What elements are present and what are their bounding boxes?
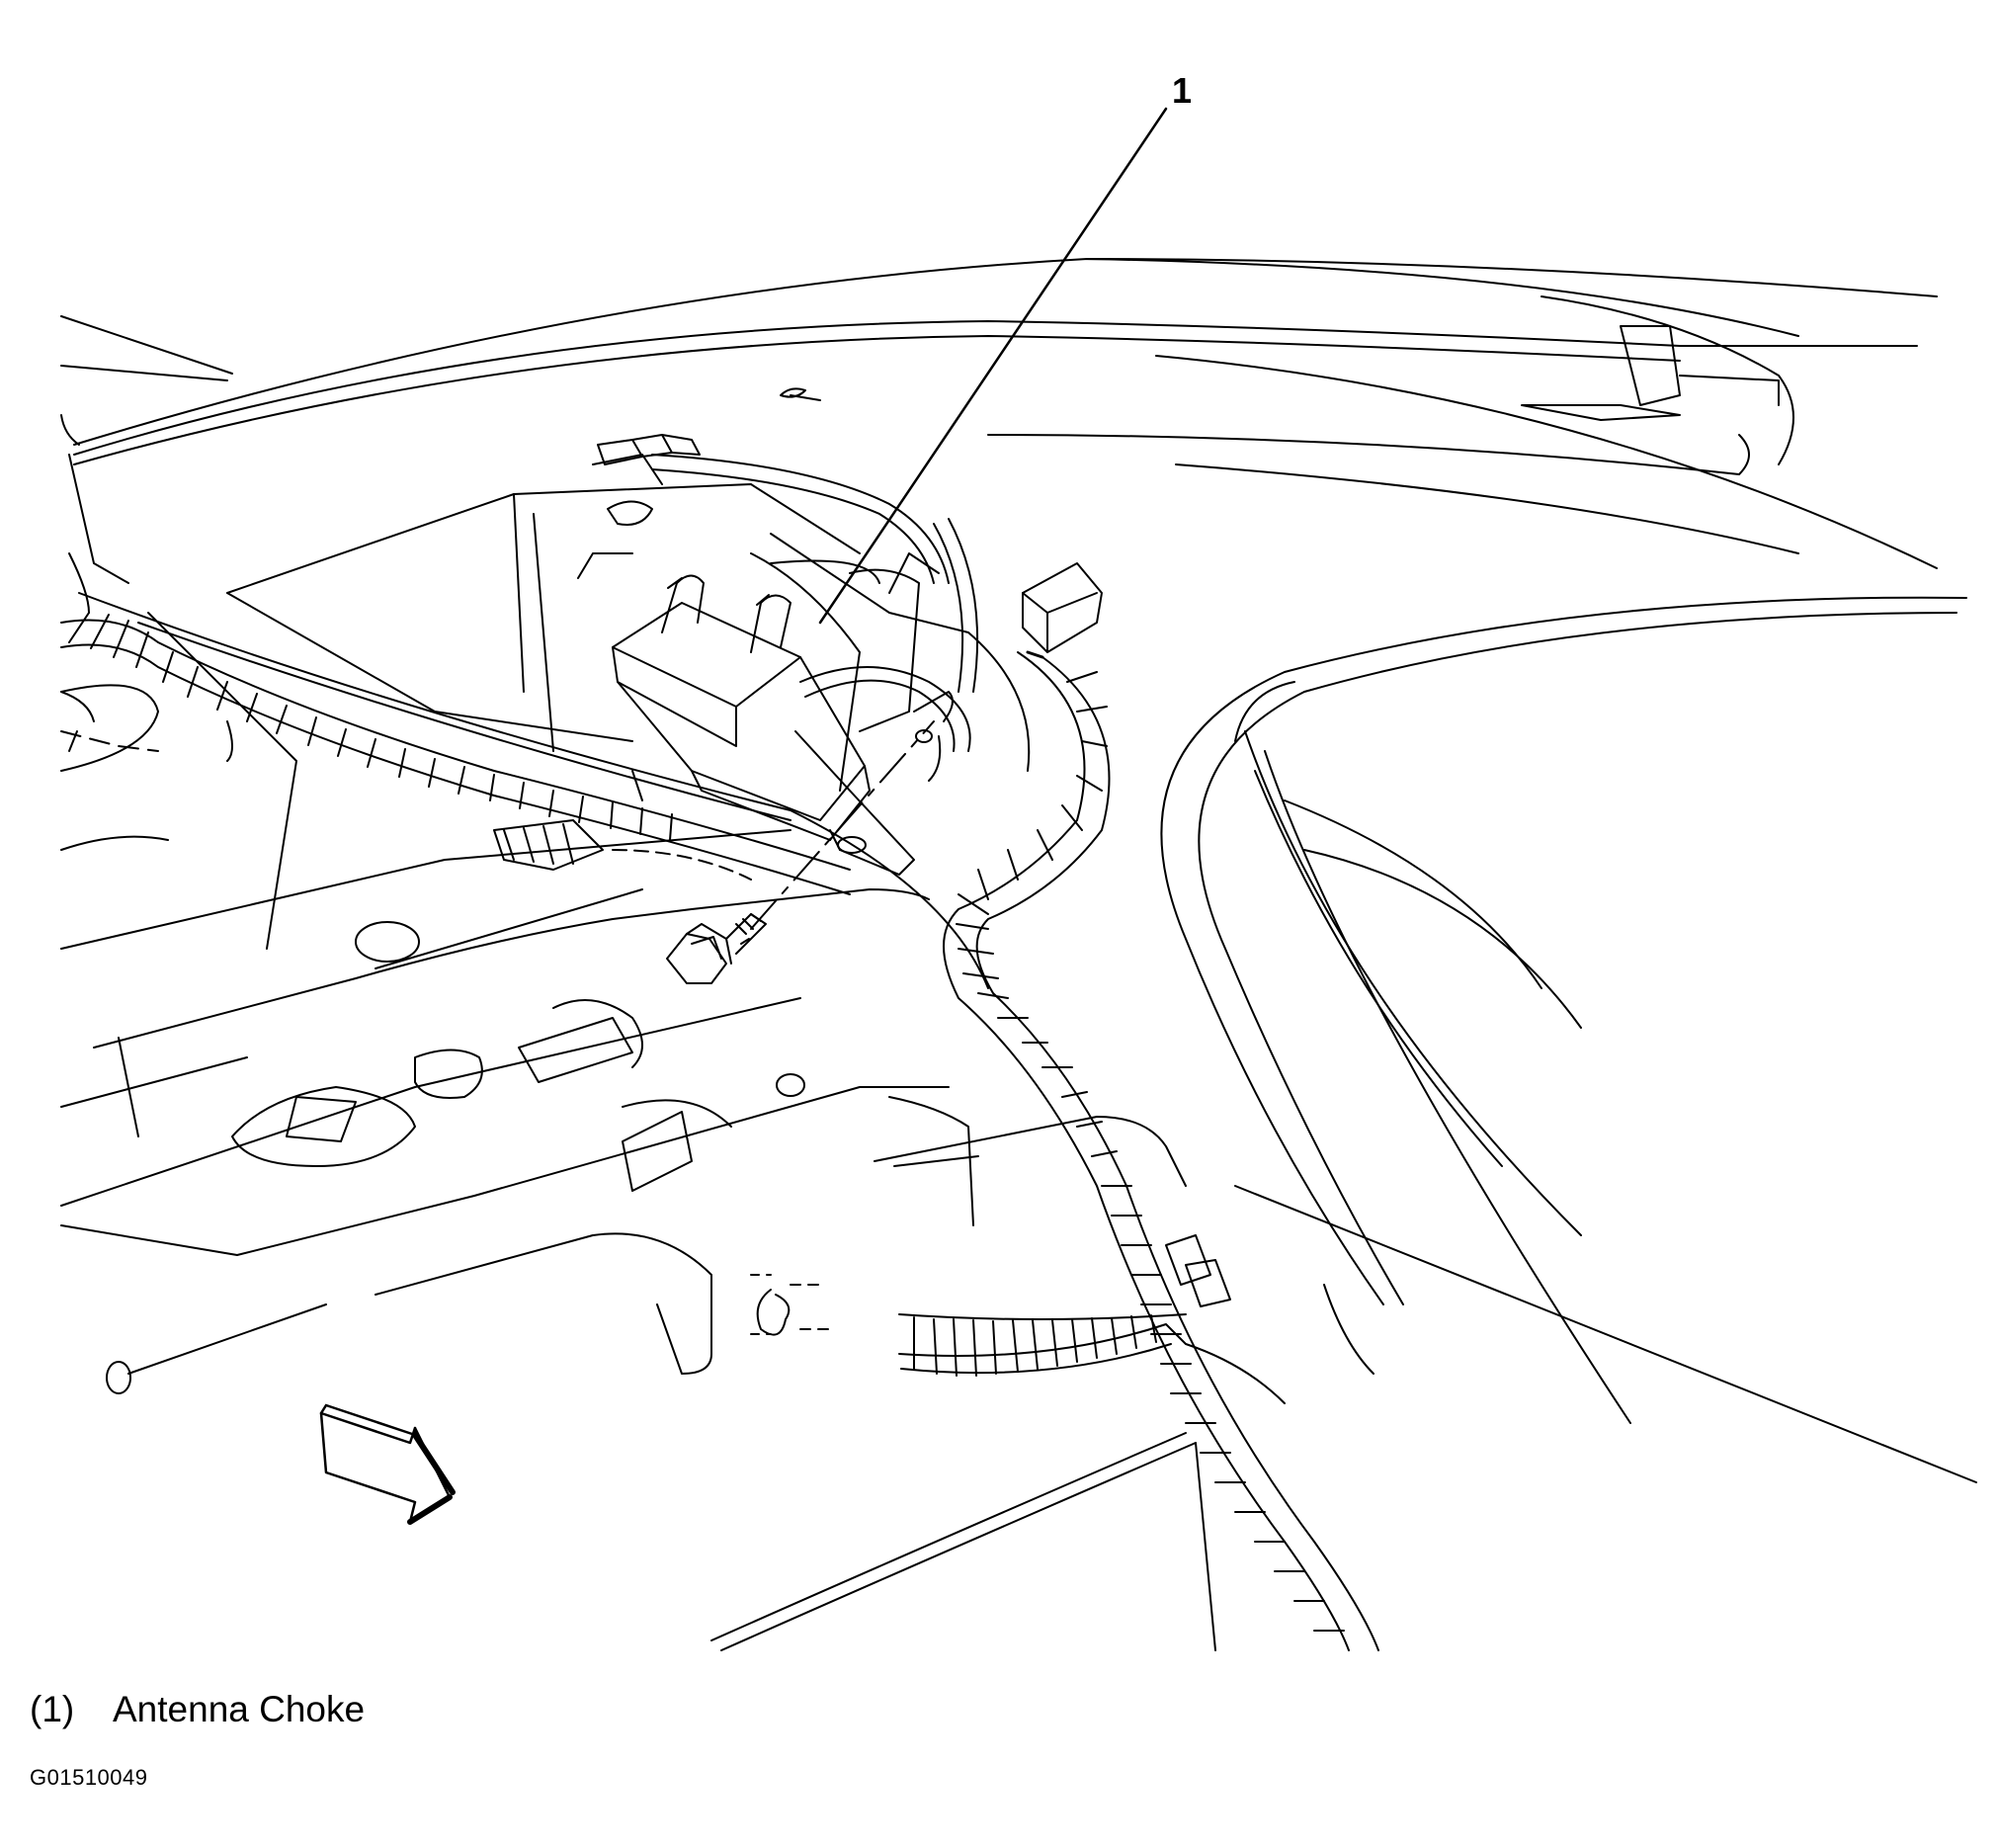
legend: (1) Antenna Choke bbox=[30, 1688, 365, 1731]
forward-arrow-icon bbox=[319, 1403, 456, 1525]
callout-1: 1 bbox=[818, 70, 1192, 625]
mount-recess bbox=[226, 454, 1031, 801]
legend-item: (1) Antenna Choke bbox=[30, 1688, 365, 1731]
illustration-drawing: 1 bbox=[60, 70, 1977, 1651]
callout-number: 1 bbox=[1172, 70, 1192, 111]
figure-id: G01510049 bbox=[30, 1765, 148, 1790]
quarter-panel bbox=[1160, 596, 1977, 1483]
shelf-harness bbox=[60, 552, 851, 895]
shelf-holes bbox=[106, 387, 821, 1394]
legend-label: Antenna Choke bbox=[113, 1689, 366, 1729]
bolt-icon bbox=[666, 913, 767, 984]
wiring-harness bbox=[898, 562, 1379, 1651]
centerline bbox=[750, 720, 935, 930]
illustration: 1 bbox=[60, 70, 1977, 1651]
rear-window-panel bbox=[60, 258, 1938, 569]
antenna-choke bbox=[597, 434, 979, 876]
rear-shelf bbox=[60, 414, 1216, 1651]
legend-number: (1) bbox=[30, 1689, 75, 1729]
harness-clip-outline bbox=[750, 1274, 831, 1336]
